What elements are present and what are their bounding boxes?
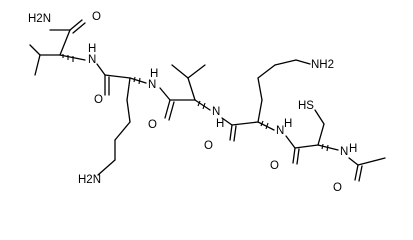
bond bbox=[221, 117, 233, 126]
amide-h-label: H bbox=[284, 118, 292, 130]
bond bbox=[34, 54, 41, 76]
amide-h-label: H bbox=[349, 143, 357, 155]
stereo-hash bbox=[138, 77, 141, 85]
bond bbox=[295, 59, 311, 65]
carbonyl-o-label: O bbox=[204, 140, 213, 152]
bond bbox=[257, 99, 263, 123]
bond bbox=[292, 147, 296, 164]
bond bbox=[171, 64, 189, 79]
bond bbox=[194, 99, 211, 111]
bond bbox=[274, 59, 297, 66]
bond bbox=[257, 121, 275, 131]
acetyl-o-label: O bbox=[333, 182, 342, 194]
bond bbox=[231, 121, 259, 126]
bond bbox=[96, 63, 106, 76]
bond bbox=[317, 123, 325, 146]
bond bbox=[97, 159, 116, 176]
amide-n-label: N bbox=[148, 79, 156, 91]
stereo-hash bbox=[265, 122, 269, 130]
bond bbox=[229, 124, 233, 141]
thiol-label: HS bbox=[298, 100, 314, 112]
amide-nh2-label: H2N bbox=[28, 13, 51, 25]
bond bbox=[257, 77, 263, 101]
bond bbox=[159, 87, 171, 101]
atom-labels: H2N O N H O N H H2N O N H NH2 O N H HS O… bbox=[28, 11, 357, 194]
amide-h-label: H bbox=[150, 68, 158, 80]
amide-h-label: H bbox=[88, 43, 96, 55]
carbonyl-o-label: O bbox=[148, 119, 157, 131]
bond bbox=[354, 164, 359, 181]
amide-n-label: N bbox=[88, 54, 96, 66]
bond bbox=[314, 109, 325, 125]
bond bbox=[69, 19, 83, 31]
bond bbox=[104, 74, 131, 79]
bond bbox=[294, 144, 319, 149]
bond bbox=[59, 29, 71, 56]
bond bbox=[296, 148, 300, 165]
bond bbox=[168, 101, 175, 121]
stereo-hash bbox=[326, 144, 329, 152]
bond bbox=[357, 157, 386, 166]
stereo-hash bbox=[202, 102, 206, 110]
stereo-hash bbox=[133, 76, 136, 83]
stereo-hash bbox=[321, 143, 324, 150]
bonds bbox=[29, 19, 386, 182]
lysine-amine-label: H2N bbox=[78, 174, 101, 186]
amide-n-label: N bbox=[212, 106, 220, 118]
bond bbox=[126, 77, 131, 101]
bond bbox=[29, 44, 41, 56]
amide-carbonyl-o-label: O bbox=[92, 11, 101, 23]
bond bbox=[348, 157, 359, 166]
bond bbox=[187, 64, 206, 79]
peptide-structure-diagram: H2N O N H O N H H2N O N H NH2 O N H HS O… bbox=[28, 11, 386, 194]
stereo-hash bbox=[260, 120, 264, 127]
bond bbox=[233, 125, 237, 142]
amide-n-label: N bbox=[340, 146, 348, 158]
lysine-amine-label: NH2 bbox=[311, 59, 334, 71]
bond bbox=[129, 77, 147, 84]
bond bbox=[114, 121, 131, 141]
bond bbox=[285, 135, 296, 149]
bond bbox=[164, 99, 171, 119]
bond bbox=[187, 77, 196, 101]
bond bbox=[358, 165, 363, 182]
stereo-bonds bbox=[62, 54, 329, 152]
bond bbox=[126, 99, 131, 123]
stereo-hash bbox=[197, 100, 201, 107]
bond bbox=[257, 64, 276, 79]
carbonyl-o-label: O bbox=[94, 94, 103, 106]
amide-n-label: N bbox=[276, 125, 284, 137]
amide-h-label: H bbox=[216, 118, 224, 130]
bond bbox=[72, 22, 86, 34]
carbonyl-o-label: O bbox=[270, 160, 279, 172]
